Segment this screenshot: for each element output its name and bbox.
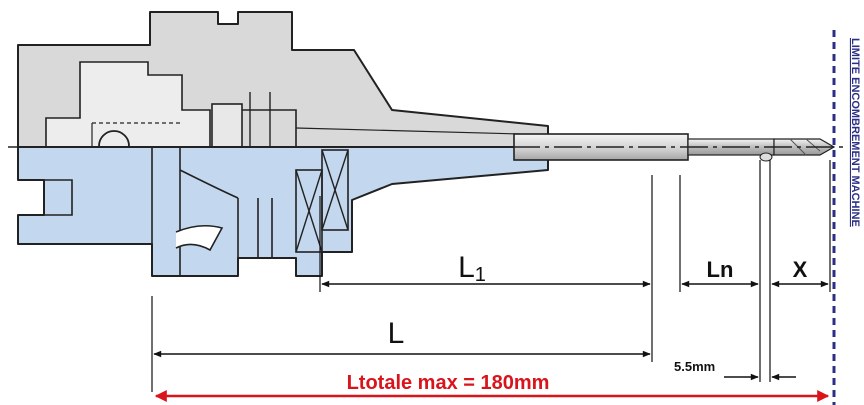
offset-label: 5.5mm	[674, 359, 715, 374]
dimension-l1: L1	[321, 251, 651, 288]
cutting-tool	[687, 138, 836, 162]
dimension-l: L	[153, 317, 651, 358]
dimension-offset: 5.5mm	[674, 359, 796, 381]
dimension-total: Ltotale max = 180mm	[154, 372, 830, 402]
l-label: L	[388, 317, 405, 350]
ln-label: Ln	[707, 257, 734, 282]
l1-sub: 1	[475, 264, 486, 286]
holder-section-half	[17, 146, 549, 277]
dimension-ln: Ln	[681, 257, 759, 288]
total-label: Ltotale max = 180mm	[347, 372, 550, 394]
l1-label: L1	[458, 251, 486, 286]
machine-limit-label: LIMITE ENCOMBREMENT MACHINE	[849, 38, 861, 227]
holder-upper-half	[17, 11, 549, 162]
extension-lines	[151, 160, 831, 392]
l1-main: L	[458, 251, 475, 284]
dimension-x: X	[771, 257, 829, 288]
x-label: X	[793, 257, 808, 282]
